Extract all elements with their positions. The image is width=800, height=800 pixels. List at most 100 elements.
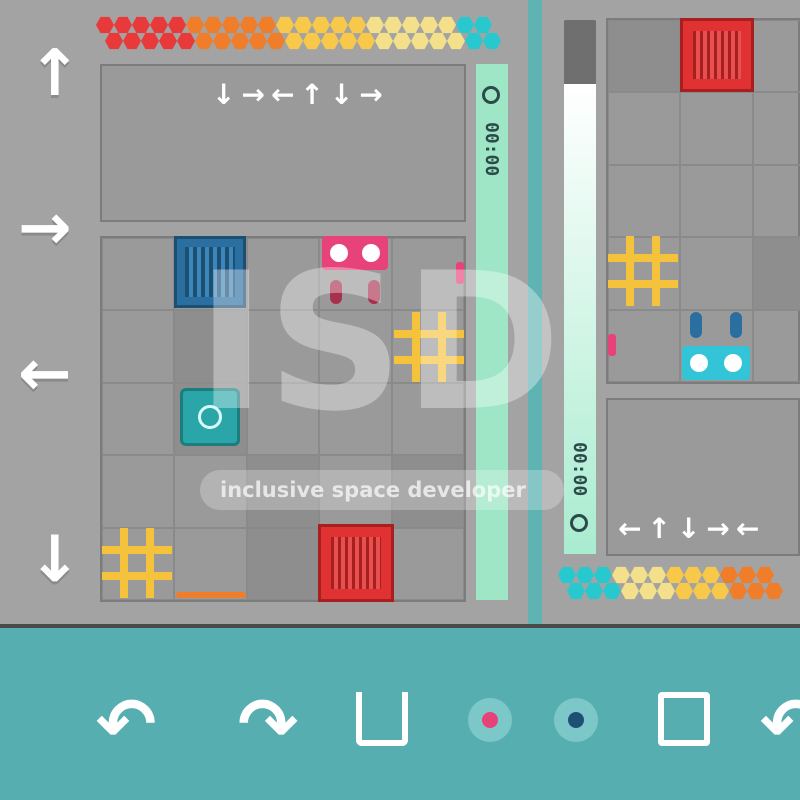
left-energy-hex [276, 16, 294, 34]
right-grid-cell [680, 92, 753, 165]
left-energy-hex [312, 16, 330, 34]
right-command-arrow-1: ↑ [647, 512, 677, 545]
left-energy-hex [303, 32, 321, 50]
left-energy-hex [420, 16, 438, 34]
right-energy-bar [558, 566, 800, 602]
right-energy-hex [585, 582, 603, 600]
right-energy-hex [711, 582, 729, 600]
left-grid-cell [102, 382, 175, 456]
left-grid-cell [391, 527, 464, 600]
left-grid-cell [319, 310, 392, 383]
left-energy-hex [402, 16, 420, 34]
left-energy-hex [105, 32, 123, 50]
left-energy-hex [249, 32, 267, 50]
left-energy-hex [321, 32, 339, 50]
bucket-icon [356, 692, 408, 746]
right-energy-hex [684, 566, 702, 584]
left-timer-text: 00:00 [481, 122, 502, 177]
bucket-button[interactable] [356, 692, 408, 746]
right-timer-text: 00:00 [569, 442, 590, 497]
indicator-lights-right [608, 334, 616, 356]
left-energy-hex [168, 16, 186, 34]
orange-bridge [176, 592, 246, 598]
right-command-sequence: ←↑↓→← [618, 512, 765, 545]
left-energy-hex [456, 16, 474, 34]
move-right-button[interactable]: → [18, 191, 72, 265]
watermark-tagline-pill [200, 470, 564, 510]
left-energy-hex [411, 32, 429, 50]
left-grid-cell [246, 382, 320, 456]
left-timer-clock-icon [482, 86, 500, 104]
partial-undo-button[interactable]: ↶ [760, 684, 800, 764]
move-up-button[interactable]: ↑ [28, 37, 82, 111]
right-command-arrow-0: ← [618, 512, 648, 545]
right-grid-cell [680, 309, 753, 382]
right-energy-hex [630, 566, 648, 584]
right-energy-hex [648, 566, 666, 584]
right-energy-hex [756, 566, 774, 584]
left-energy-hex [267, 32, 285, 50]
right-energy-hex [765, 582, 783, 600]
right-energy-hex [567, 582, 585, 600]
left-energy-hex [465, 32, 483, 50]
left-grid-cell [246, 527, 320, 600]
left-grid-cell [319, 382, 392, 456]
left-energy-hex [150, 16, 168, 34]
left-energy-hex [204, 16, 222, 34]
left-command-sequence: ↓→←↑↓→ [212, 78, 389, 111]
left-energy-hex [438, 16, 456, 34]
left-energy-hex [384, 16, 402, 34]
trash-icon [658, 692, 710, 746]
left-energy-hex [186, 16, 204, 34]
left-grid-cell [174, 527, 247, 600]
pink-robot [322, 236, 388, 312]
right-command-arrow-4: ← [735, 512, 766, 545]
left-energy-hex [195, 32, 213, 50]
left-command-arrow-4: ↓ [329, 78, 360, 111]
right-energy-hex [729, 582, 747, 600]
right-grid-cell [680, 164, 753, 238]
move-left-button[interactable]: ← [18, 337, 72, 411]
record-blue-button[interactable] [554, 698, 598, 742]
left-command-arrow-3: ↑ [300, 78, 330, 111]
left-energy-hex [177, 32, 195, 50]
right-game-grid [606, 18, 800, 384]
left-energy-hex [375, 32, 393, 50]
left-command-arrow-2: ← [270, 78, 301, 111]
left-energy-hex [447, 32, 465, 50]
left-energy-hex [123, 32, 141, 50]
right-energy-hex [558, 566, 576, 584]
move-down-button[interactable]: ↓ [28, 523, 82, 597]
left-energy-hex [330, 16, 348, 34]
right-grid-cell [752, 309, 800, 382]
trash-button[interactable] [658, 692, 710, 746]
undo-button[interactable]: ↶ [86, 684, 166, 764]
left-energy-hex [159, 32, 177, 50]
left-energy-hex [96, 16, 114, 34]
right-energy-hex [675, 582, 693, 600]
right-energy-hex [594, 566, 612, 584]
left-energy-hex [294, 16, 312, 34]
record-blue-icon [568, 712, 584, 728]
left-grid-cell [102, 238, 175, 311]
left-energy-hex [483, 32, 501, 50]
record-button[interactable] [468, 698, 512, 742]
left-grid-cell [246, 455, 320, 528]
blue-crate [174, 236, 246, 308]
right-grid-cell [608, 164, 681, 238]
left-energy-hex [114, 16, 132, 34]
left-command-arrow-0: ↓ [212, 78, 242, 111]
gold-junction-right [608, 236, 678, 306]
right-timer-clock-icon [570, 514, 588, 532]
left-grid-cell [102, 310, 175, 383]
right-energy-hex [666, 566, 684, 584]
right-energy-hex [657, 582, 675, 600]
left-grid-cell [391, 455, 464, 528]
right-energy-hex [639, 582, 657, 600]
right-energy-hex [576, 566, 594, 584]
left-command-arrow-5: → [359, 78, 389, 111]
redo-button[interactable]: ↷ [228, 684, 308, 764]
left-energy-hex [339, 32, 357, 50]
left-energy-hex [357, 32, 375, 50]
gold-junction-bottom [102, 528, 172, 598]
